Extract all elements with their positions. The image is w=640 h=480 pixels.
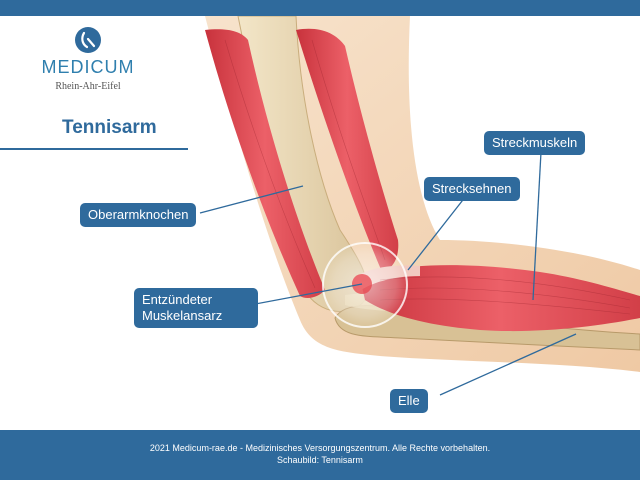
leader-entzuendet (249, 283, 363, 306)
leader-streckmuskeln (532, 151, 542, 301)
label-strecksehnen: Strecksehnen (424, 177, 520, 201)
label-entzuendet-line2: Muskelansarz (142, 308, 223, 323)
footer-copyright: 2021 Medicum-rae.de - Medizinisches Vers… (149, 443, 491, 453)
leader-lines (199, 151, 577, 396)
leader-elle (439, 333, 577, 396)
brand-name: MEDICUM (41, 57, 135, 77)
medicum-logo: MEDICUM Rhein-Ahr-Eifel (38, 26, 138, 92)
logo-mark-icon (75, 27, 101, 53)
upper-arm-muscle-right (296, 28, 399, 272)
top-bar (0, 0, 640, 16)
extensor-muscle (360, 265, 640, 332)
inflammation-ring (322, 242, 408, 328)
title-underline (0, 148, 188, 150)
leader-strecksehnen (407, 195, 467, 271)
label-elle: Elle (390, 389, 428, 413)
label-streckmuskeln: Streckmuskeln (484, 131, 586, 155)
label-entzuendet-line1: Entzündeter (142, 292, 213, 307)
label-entzuendeter-muskelansatz: Entzündeter Muskelansarz (134, 288, 258, 328)
leader-oberarm (199, 185, 304, 214)
brand-subtitle: Rhein-Ahr-Eifel (55, 81, 121, 92)
footer-caption: Schaubild: Tennisarm (277, 455, 363, 465)
elbow-illustration (199, 16, 640, 396)
upper-arm-muscle-left (205, 29, 325, 298)
footer: 2021 Medicum-rae.de - Medizinisches Vers… (0, 430, 640, 480)
label-oberarmknochen: Oberarmknochen (80, 203, 197, 227)
page-title: Tennisarm (62, 117, 157, 138)
